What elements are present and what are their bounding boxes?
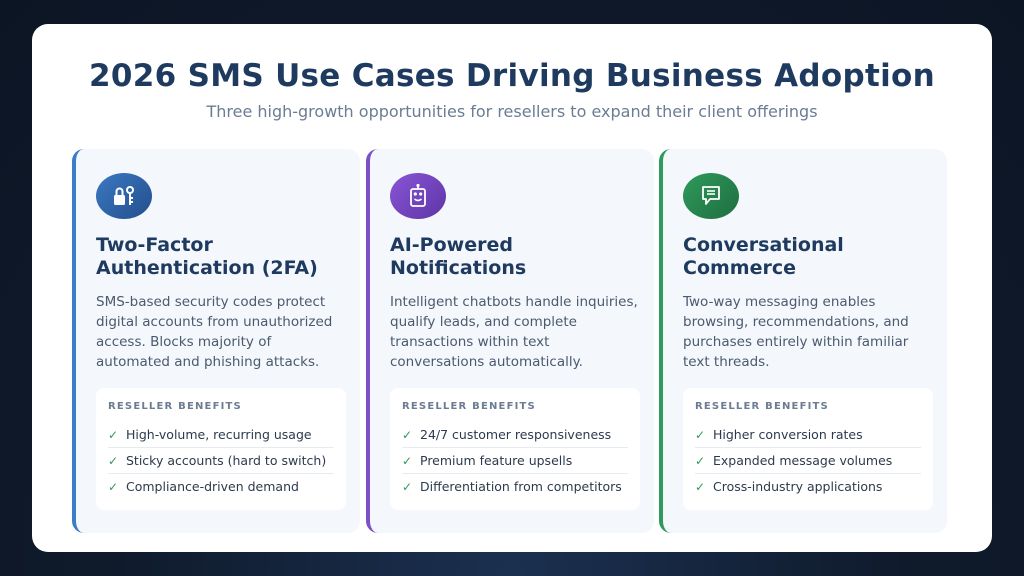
use-case-card-conversational-commerce: Conversational Commerce Two-way messagin… xyxy=(659,149,947,533)
benefit-item: ✓ Sticky accounts (hard to switch) xyxy=(108,448,334,474)
card-description: SMS-based security codes protect digital… xyxy=(96,294,333,370)
benefits-heading: RESELLER BENEFITS xyxy=(695,401,829,412)
card-title: Two-Factor Authentication (2FA) xyxy=(96,234,318,279)
card-description: Intelligent chatbots handle inquiries, q… xyxy=(390,294,638,370)
benefit-item: ✓ High-volume, recurring usage xyxy=(108,422,334,448)
use-case-card-2fa: Two-Factor Authentication (2FA) SMS-base… xyxy=(72,149,360,533)
benefits-heading: RESELLER BENEFITS xyxy=(402,401,536,412)
check-icon: ✓ xyxy=(695,427,706,442)
benefit-label: Sticky accounts (hard to switch) xyxy=(126,453,327,468)
use-case-card-ai-notifications: AI-Powered Notifications Intelligent cha… xyxy=(366,149,654,533)
benefit-label: Compliance-driven demand xyxy=(126,479,299,494)
benefit-label: High-volume, recurring usage xyxy=(126,427,312,442)
benefits-heading: RESELLER BENEFITS xyxy=(108,401,242,412)
benefit-item: ✓ Higher conversion rates xyxy=(695,422,921,448)
check-icon: ✓ xyxy=(402,427,413,442)
robot-icon xyxy=(390,173,446,219)
reseller-benefits-box: RESELLER BENEFITS ✓ 24/7 customer respons… xyxy=(390,388,640,510)
reseller-benefits-box: RESELLER BENEFITS ✓ High-volume, recurrin… xyxy=(96,388,346,510)
benefit-label: Cross-industry applications xyxy=(713,479,883,494)
card-title: Conversational Commerce xyxy=(683,234,844,279)
check-icon: ✓ xyxy=(108,427,119,442)
reseller-benefits-box: RESELLER BENEFITS ✓ Higher conversion rat… xyxy=(683,388,933,510)
chat-bubble-icon xyxy=(683,173,739,219)
check-icon: ✓ xyxy=(695,479,706,494)
check-icon: ✓ xyxy=(108,453,119,468)
benefit-label: Premium feature upsells xyxy=(420,453,573,468)
benefit-label: Higher conversion rates xyxy=(713,427,863,442)
benefit-label: Differentiation from competitors xyxy=(420,479,622,494)
check-icon: ✓ xyxy=(402,453,413,468)
lock-key-icon xyxy=(96,173,152,219)
check-icon: ✓ xyxy=(108,479,119,494)
card-title: AI-Powered Notifications xyxy=(390,234,527,279)
benefit-item: ✓ Differentiation from competitors xyxy=(402,474,628,499)
card-description: Two-way messaging enables browsing, reco… xyxy=(683,294,909,370)
benefit-label: 24/7 customer responsiveness xyxy=(420,427,612,442)
check-icon: ✓ xyxy=(402,479,413,494)
benefit-item: ✓ Expanded message volumes xyxy=(695,448,921,474)
page-title: 2026 SMS Use Cases Driving Business Adop… xyxy=(89,58,935,94)
benefit-item: ✓ Cross-industry applications xyxy=(695,474,921,499)
benefit-label: Expanded message volumes xyxy=(713,453,893,468)
check-icon: ✓ xyxy=(695,453,706,468)
benefit-item: ✓ Premium feature upsells xyxy=(402,448,628,474)
benefit-item: ✓ Compliance-driven demand xyxy=(108,474,334,499)
benefit-item: ✓ 24/7 customer responsiveness xyxy=(402,422,628,448)
page-subtitle: Three high-growth opportunities for rese… xyxy=(206,102,818,121)
